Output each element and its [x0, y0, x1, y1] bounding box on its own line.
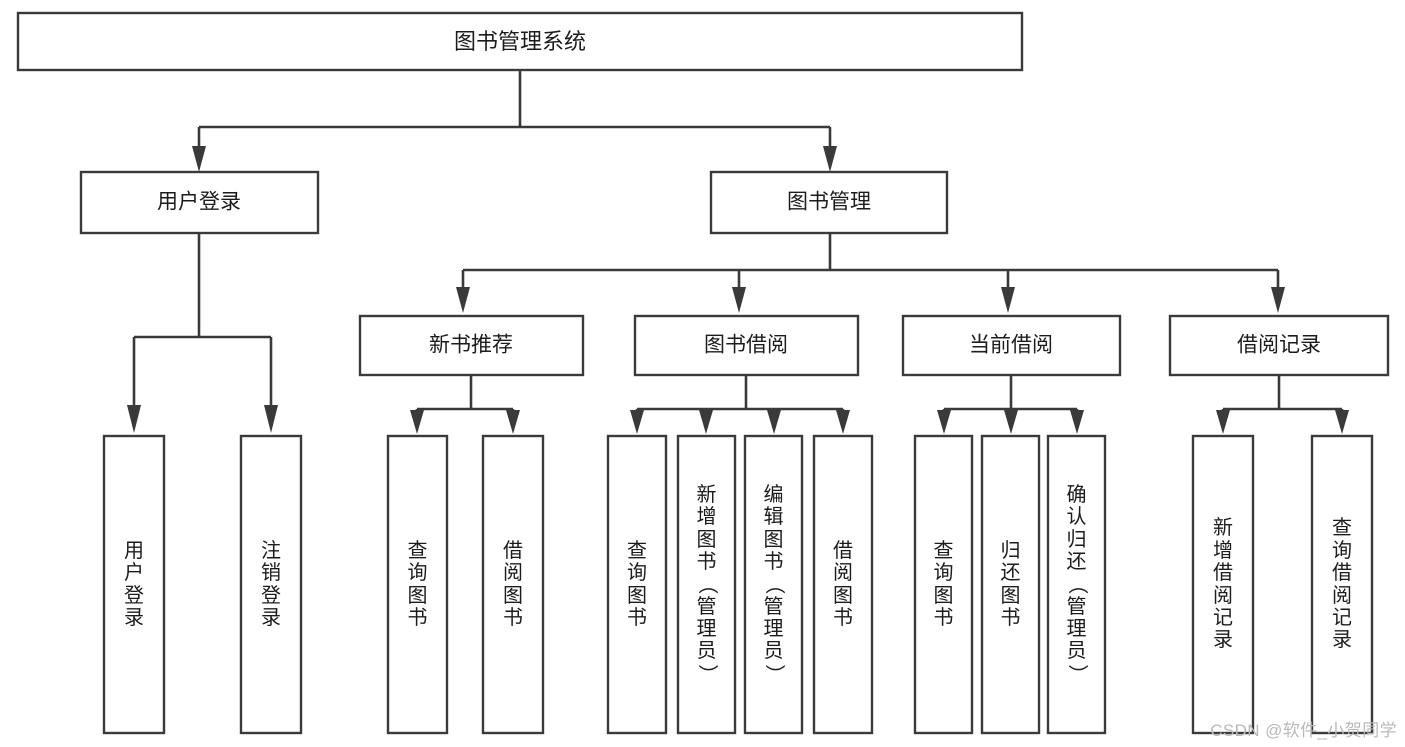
- leaf-box-query-book-borrow[interactable]: [606, 434, 668, 735]
- node-borrowing-record[interactable]: [1168, 314, 1390, 377]
- arrowhead-recommend-borrow-book: [506, 410, 520, 434]
- arrowhead-recommend-query-book: [410, 410, 424, 434]
- arrowhead-current-borrow: [1001, 287, 1015, 313]
- arrowhead-current-query-book: [937, 410, 951, 434]
- arrowhead-new-book-recommend: [456, 287, 470, 313]
- node-book-management[interactable]: [709, 170, 949, 235]
- arrowhead-borrow-query-book: [630, 410, 644, 434]
- node-book-management-label: 图书管理: [787, 191, 871, 214]
- leaf-box-logout[interactable]: [239, 434, 303, 735]
- leaf-box-borrow-book[interactable]: [812, 434, 874, 735]
- leaf-box-user-login[interactable]: [102, 434, 166, 735]
- node-user-login[interactable]: [79, 170, 320, 235]
- arrowhead-leaf-logout: [264, 405, 278, 433]
- arrowhead-record-query: [1335, 410, 1349, 434]
- leaf-box-add-borrow-record[interactable]: [1191, 434, 1255, 735]
- leaf-box-add-book-admin[interactable]: [676, 434, 737, 735]
- leaf-box-query-book-recommend[interactable]: [386, 434, 449, 735]
- connector-layer: [127, 70, 1349, 434]
- arrowhead-borrow-borrow-book: [836, 410, 850, 434]
- leaf-box-edit-book-admin[interactable]: [743, 434, 804, 735]
- arrowhead-user-login: [192, 146, 206, 172]
- node-new-book-recommendation-label: 新书推荐: [429, 334, 513, 357]
- node-current-borrowing-label: 当前借阅: [969, 334, 1053, 357]
- arrowhead-leaf-user-login: [127, 405, 141, 433]
- node-book-borrowing-label: 图书借阅: [704, 334, 788, 357]
- arrowhead-record-add: [1216, 410, 1230, 434]
- watermark: CSDN @软件_小贺同学: [1210, 721, 1397, 740]
- arrowhead-borrow-edit-book: [767, 410, 781, 434]
- leaf-box-confirm-return-admin[interactable]: [1046, 434, 1107, 735]
- leaf-box-query-borrow-record[interactable]: [1310, 434, 1374, 735]
- arrowhead-book-borrow: [732, 287, 746, 313]
- node-root-book-management-system[interactable]: [16, 11, 1024, 72]
- leaf-box-borrow-book-recommend[interactable]: [481, 434, 545, 735]
- node-layer: 图书管理系统 用户登录 图书管理 新书推荐 图书借阅 当前借阅 借阅记录: [16, 11, 1390, 735]
- leaf-box-query-book-current[interactable]: [913, 434, 974, 735]
- arrowhead-borrow-add-book: [699, 410, 713, 434]
- arrowhead-current-confirm-return: [1070, 410, 1084, 434]
- node-borrowing-record-label: 借阅记录: [1237, 334, 1321, 357]
- arrowhead-borrow-record: [1271, 287, 1285, 313]
- arrowhead-book-management: [823, 146, 837, 172]
- node-new-book-recommendation[interactable]: [358, 314, 585, 377]
- node-root-label: 图书管理系统: [454, 29, 586, 54]
- node-book-borrowing[interactable]: [633, 314, 860, 377]
- arrowhead-current-return-book: [1004, 410, 1018, 434]
- node-user-login-label: 用户登录: [157, 191, 241, 214]
- node-current-borrowing[interactable]: [901, 314, 1122, 377]
- leaf-box-return-book[interactable]: [980, 434, 1041, 735]
